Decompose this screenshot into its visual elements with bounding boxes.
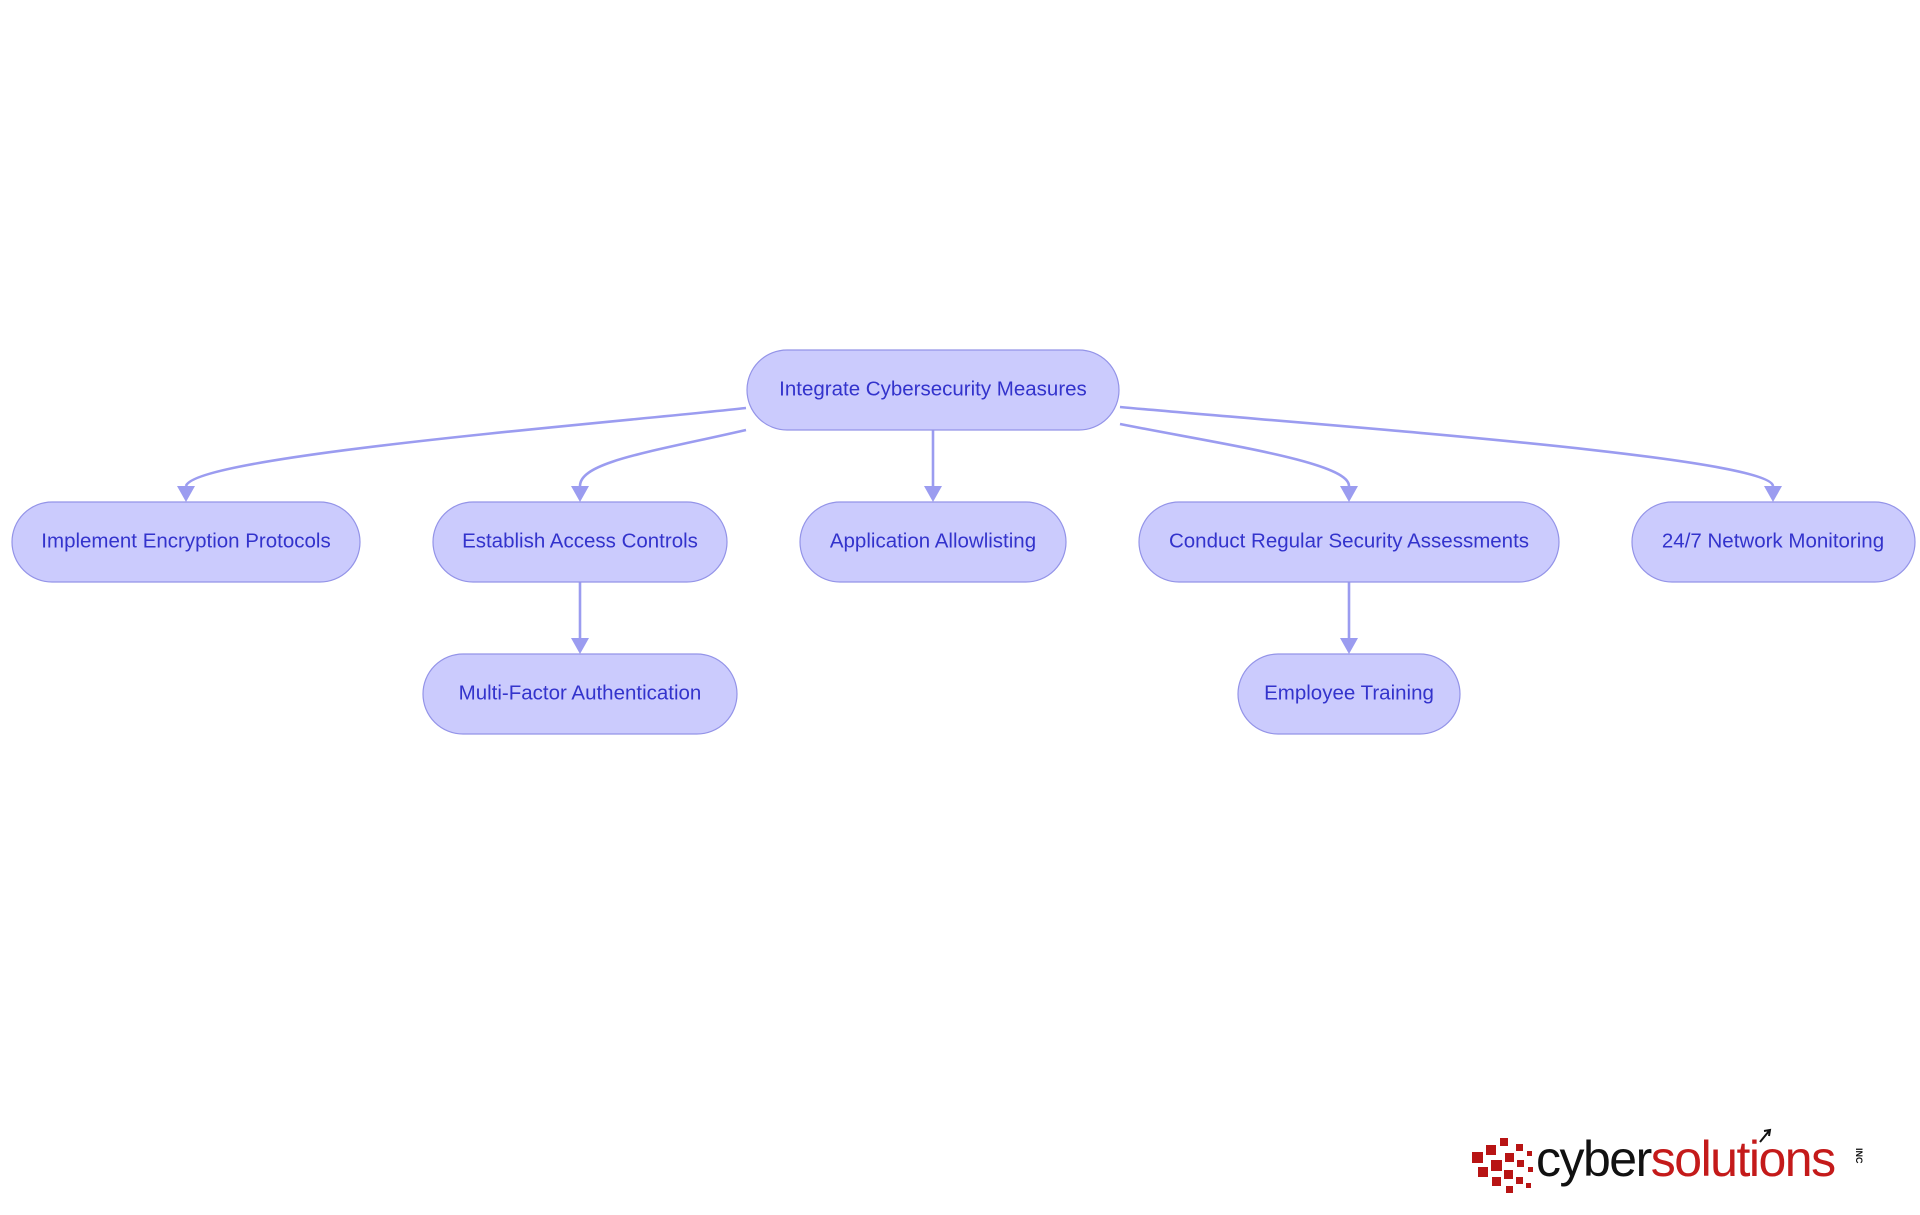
arrowhead-encryption [177,486,195,502]
node-encryption: Implement Encryption Protocols [11,501,361,583]
arrowhead-training [1340,638,1358,654]
arrowhead-assessments [1340,486,1358,502]
node-monitoring-label: 24/7 Network Monitoring [1662,529,1884,552]
node-mfa-label: Multi-Factor Authentication [459,681,702,704]
node-employee-training: Employee Training [1237,653,1461,735]
arrowhead-access [571,486,589,502]
node-allowlisting: Application Allowlisting [799,501,1067,583]
node-allowlisting-label: Application Allowlisting [830,529,1036,552]
node-access-controls: Establish Access Controls [432,501,728,583]
logo-squares-icon [1472,1138,1533,1193]
logo-text-solutions: solutions [1651,1131,1835,1187]
edge-root-to-access [578,428,747,487]
node-encryption-label: Implement Encryption Protocols [41,529,330,552]
logo-arrow-icon [1759,1128,1772,1143]
edge-root-to-monitoring [1119,405,1775,487]
node-monitoring: 24/7 Network Monitoring [1631,501,1916,583]
arrowhead-allowlisting [924,486,942,502]
arrowhead-monitoring [1764,486,1782,502]
node-assessments-label: Conduct Regular Security Assessments [1169,529,1529,552]
arrowhead-mfa [571,638,589,654]
node-mfa: Multi-Factor Authentication [422,653,738,735]
node-root-label: Integrate Cybersecurity Measures [779,377,1087,400]
logo-text-cyber: cyber [1536,1131,1652,1187]
node-access-controls-label: Establish Access Controls [462,529,698,552]
edge-root-to-encryption [184,406,747,487]
edge-root-to-assessments [1119,422,1351,487]
node-root: Integrate Cybersecurity Measures [746,349,1120,431]
node-employee-training-label: Employee Training [1264,681,1434,704]
logo-text-inc: INC [1854,1148,1864,1164]
svg-text:cybersolutions: cybersolutions [1536,1131,1835,1187]
edges [177,405,1782,654]
node-assessments: Conduct Regular Security Assessments [1138,501,1560,583]
cybersolutions-logo: cybersolutions INC [1472,1128,1864,1193]
